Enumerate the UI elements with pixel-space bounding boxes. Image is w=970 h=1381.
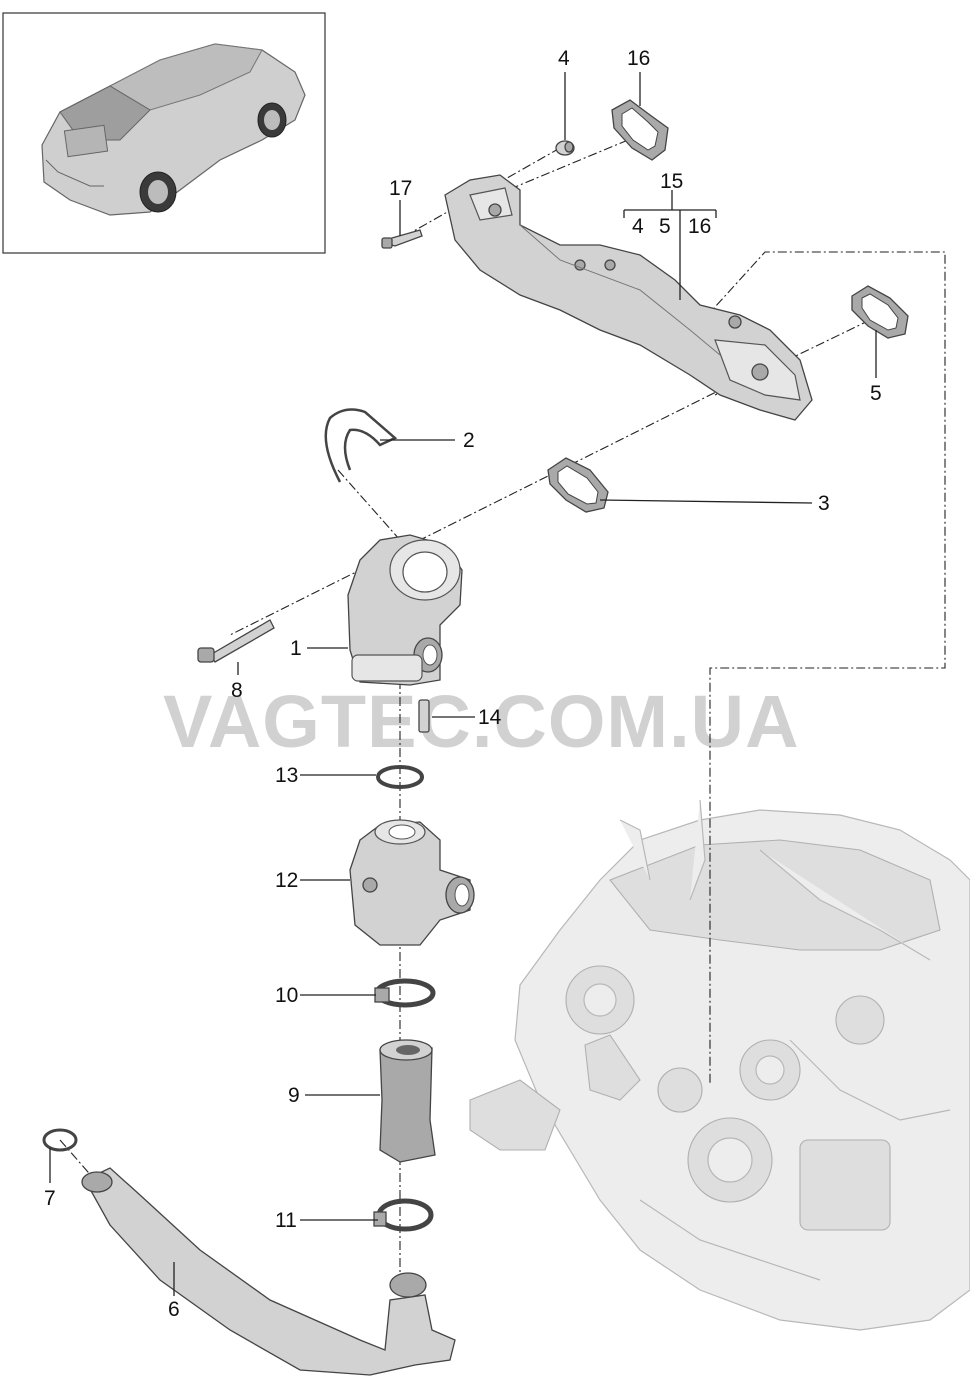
part-13-oring	[376, 765, 424, 789]
callout-6: 6	[168, 1298, 180, 1321]
callout-7: 7	[44, 1187, 56, 1210]
part-6-pipe	[81, 1167, 456, 1376]
callout-3: 3	[818, 492, 830, 515]
callout-15-sub-5: 5	[659, 215, 671, 238]
part-14-pin	[418, 699, 430, 733]
callout-8: 8	[231, 679, 243, 702]
callout-14: 14	[478, 706, 502, 729]
part-15-manifold	[444, 174, 813, 421]
callout-4: 4	[558, 47, 570, 70]
part-7-oring	[42, 1128, 78, 1152]
part-4-plug	[555, 140, 575, 156]
callout-2: 2	[463, 429, 475, 452]
callout-17: 17	[389, 177, 412, 200]
part-11-clamp	[373, 1198, 434, 1232]
callout-11: 11	[275, 1209, 297, 1232]
part-1-thermostat-housing	[347, 534, 463, 686]
callout-16: 16	[627, 47, 650, 70]
part-12-valve	[349, 819, 475, 946]
car-thumbnail	[2, 12, 326, 254]
car-thumbnail-icon	[41, 43, 306, 216]
leader-lines	[49, 72, 877, 1296]
part-16-gasket	[611, 99, 669, 161]
part-9-hose	[379, 1039, 436, 1163]
engine-illustration-icon	[469, 799, 970, 1331]
callout-13: 13	[275, 764, 298, 787]
callout-10: 10	[275, 984, 298, 1007]
watermark-text: VAGTEC.COM.UA	[163, 680, 800, 763]
callout-15-sub-4: 4	[632, 215, 644, 238]
callout-12: 12	[275, 869, 298, 892]
part-2-clip	[324, 408, 398, 483]
part-3-gasket	[547, 457, 609, 513]
callout-9: 9	[288, 1084, 300, 1107]
part-10-clamp	[374, 978, 436, 1008]
callout-15-sub-16: 16	[688, 215, 711, 238]
part-17-bolt	[381, 229, 423, 249]
callout-15: 15	[660, 170, 683, 193]
callouts: 4 16 17 15 4 5 16 5 2 3 1 8 14 13 12 10 …	[44, 47, 882, 1321]
callout-1: 1	[290, 637, 302, 660]
part-8-bolt	[197, 619, 275, 663]
part-5-gasket	[851, 285, 909, 339]
callout-5: 5	[870, 382, 882, 405]
